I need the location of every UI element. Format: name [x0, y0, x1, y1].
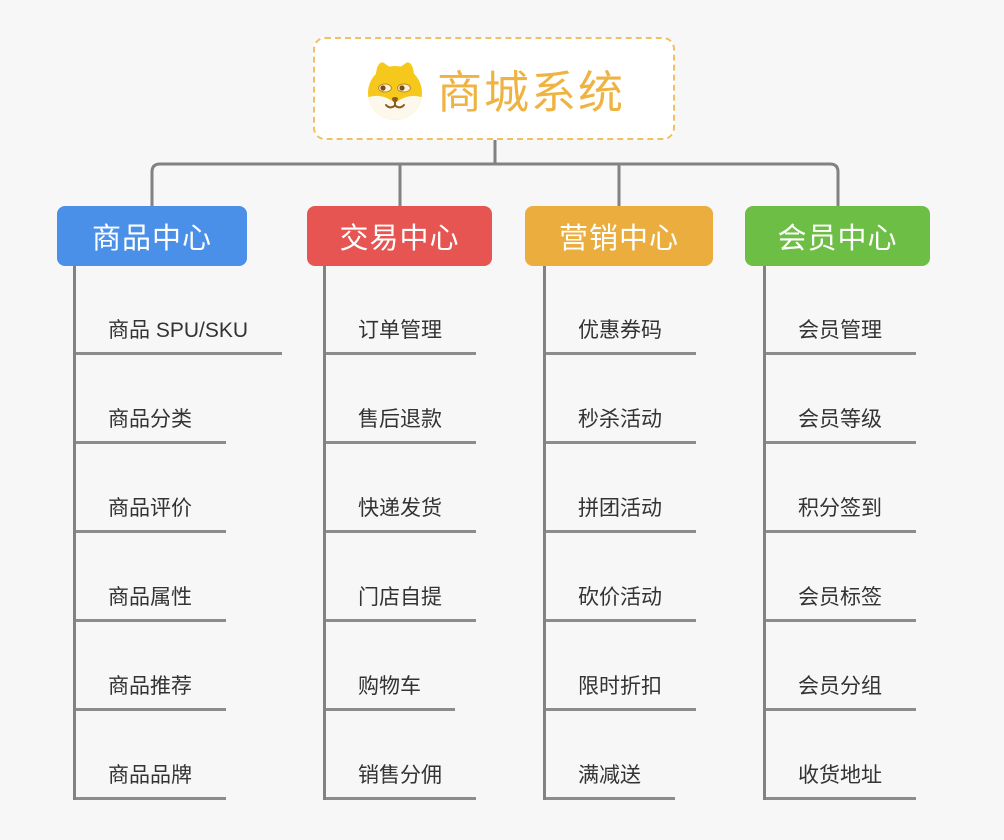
leaf-node[interactable]: 满减送: [546, 711, 675, 800]
branch-node-product-center[interactable]: 商品中心: [57, 206, 247, 266]
branch-children-product-center: 商品 SPU/SKU 商品分类 商品评价 商品属性 商品推荐 商品品牌: [73, 266, 283, 800]
branch-node-member-center[interactable]: 会员中心: [745, 206, 930, 266]
branch-node-label: 会员中心: [777, 223, 898, 255]
leaf-node[interactable]: 订单管理: [326, 266, 476, 355]
leaf-node[interactable]: 会员分组: [766, 622, 916, 711]
branch-children-member-center: 会员管理 会员等级 积分签到 会员标签 会员分组 收货地址: [763, 266, 916, 800]
dog-face-icon: [367, 61, 422, 120]
leaf-node[interactable]: 商品推荐: [76, 622, 226, 711]
branch-node-label: 交易中心: [339, 223, 460, 255]
leaf-node[interactable]: 拼团活动: [546, 444, 696, 533]
leaf-node[interactable]: 门店自提: [326, 533, 476, 622]
branch-children-marketing-center: 优惠券码 秒杀活动 拼团活动 砍价活动 限时折扣 满减送: [543, 266, 696, 800]
leaf-node[interactable]: 积分签到: [766, 444, 916, 533]
leaf-node[interactable]: 商品分类: [76, 355, 226, 444]
branch-children-trade-center: 订单管理 售后退款 快递发货 门店自提 购物车 销售分佣: [323, 266, 476, 800]
leaf-node[interactable]: 会员标签: [766, 533, 916, 622]
leaf-node[interactable]: 购物车: [326, 622, 455, 711]
leaf-node[interactable]: 售后退款: [326, 355, 476, 444]
branch-rail-line: [150, 162, 840, 206]
branch-node-label: 商品中心: [91, 223, 212, 255]
leaf-node[interactable]: 优惠券码: [546, 266, 696, 355]
branch-node-trade-center[interactable]: 交易中心: [307, 206, 492, 266]
leaf-node[interactable]: 会员管理: [766, 266, 916, 355]
leaf-node[interactable]: 商品评价: [76, 444, 226, 533]
leaf-node[interactable]: 秒杀活动: [546, 355, 696, 444]
leaf-node[interactable]: 快递发货: [326, 444, 476, 533]
leaf-node[interactable]: 限时折扣: [546, 622, 696, 711]
leaf-node[interactable]: 商品品牌: [76, 711, 226, 800]
leaf-node[interactable]: 会员等级: [766, 355, 916, 444]
leaf-node[interactable]: 销售分佣: [326, 711, 476, 800]
leaf-node[interactable]: 收货地址: [766, 711, 916, 800]
leaf-node[interactable]: 砍价活动: [546, 533, 696, 622]
leaf-node[interactable]: 商品属性: [76, 533, 226, 622]
leaf-node[interactable]: 商品 SPU/SKU: [76, 266, 283, 355]
branch-node-label: 营销中心: [558, 223, 679, 255]
root-node-title: 商城系统: [436, 67, 625, 118]
root-node[interactable]: 商城系统: [313, 37, 675, 140]
branch-node-marketing-center[interactable]: 营销中心: [525, 206, 713, 266]
